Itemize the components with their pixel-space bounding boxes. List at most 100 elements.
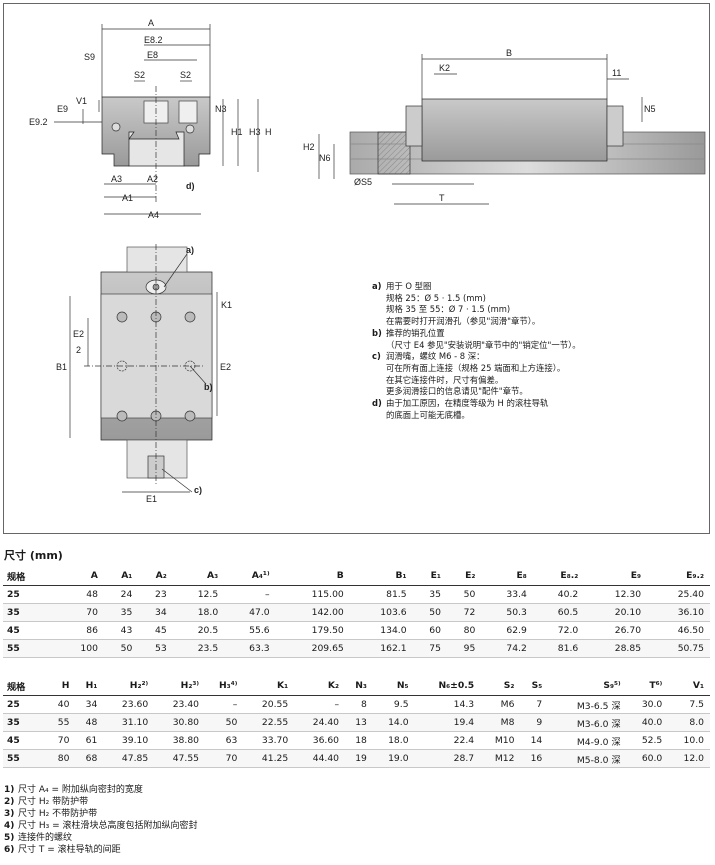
section-title: 尺寸 (mm) [4,549,63,562]
table-cell: 13 [345,713,373,732]
note-key: a) [372,281,382,291]
footnote: 1)尺寸 A₄ = 附加纵向密封的宽度 [4,784,198,796]
note-line: 可在所有面上连接（规格 25 端面和上方连接）。 [386,362,566,373]
table-cell: 25.40 [647,585,710,604]
note-line: 在需要时打开润滑孔（参见"润滑"章节）。 [386,316,541,327]
column-header: T⁶⁾ [626,676,669,696]
column-header: S₅ [520,676,549,696]
table-cell: – [205,695,244,714]
dim-N5: N5 [644,104,656,114]
note-c-marker: c) [194,485,202,495]
table-cell: 9.5 [372,695,415,714]
table-cell: 50 [446,585,482,604]
side-view-labels: B K2 11 N5 H2 N6 ØS5 T [303,48,656,203]
dim-H: H [265,127,272,137]
front-view [54,24,259,215]
table-cell: 48 [58,585,104,604]
table-cell: 34 [138,603,173,622]
table-cell: 134.0 [349,621,413,640]
note-key: d) [372,398,382,409]
dim-E8-2: E8.2 [144,35,163,45]
table-cell: M12 [480,749,521,768]
table-cell: 20.55 [243,695,295,714]
note-line: 用于 O 型圈 [386,281,432,291]
table-cell: 46.50 [647,621,710,640]
dim-A2: A2 [147,174,158,184]
table-cell: M6 [480,695,521,714]
dim-S5: ØS5 [354,177,372,187]
note-item: d)由于加工原因，在精度等级为 H 的滚柱导轨的底面上可能无底槽。 [372,398,672,421]
column-header: K₁ [243,676,295,696]
column-header: 规格 [3,566,59,586]
table-cell: 70 [47,731,76,750]
dim-K1: K1 [221,300,232,310]
footnote-text: 尺寸 T = 滚柱导轨的间距 [18,845,121,855]
table-cell: M3-6.0 深 [548,713,627,732]
footnote-key: 4) [4,821,15,831]
table-cell: 23 [138,585,173,604]
note-line: 由于加工原因，在精度等级为 H 的滚柱导轨 [386,398,549,409]
table-cell: 142.00 [275,603,350,622]
note-b-marker: b) [204,382,213,392]
dim-B1: B1 [56,362,67,372]
table-cell: 14 [520,731,549,750]
table-cell: 50 [412,603,447,622]
column-header: H₂³⁾ [154,676,206,696]
note-body: 用于 O 型圈规格 25：Ø 5 · 1.5 (mm)规格 35 至 55：Ø … [386,281,540,328]
column-header: A₃ [172,566,225,586]
table-cell: 43 [103,621,139,640]
column-header: H₃⁴⁾ [205,676,244,696]
size-cell: 35 [3,713,48,732]
table-cell: 47.55 [154,749,206,768]
table-cell: 80 [47,749,76,768]
footnote-key: 5) [4,833,15,843]
drawing-notes: a) 用于 O 型圈规格 25：Ø 5 · 1.5 (mm)规格 35 至 55：… [372,281,672,421]
table-cell: 48 [75,713,104,732]
table-cell: 63 [205,731,244,750]
table-cell: 162.1 [349,639,413,658]
table-cell: 45 [138,621,173,640]
table-cell: 18 [345,731,373,750]
size-cell: 35 [3,603,59,622]
table-cell: 55.6 [224,621,276,640]
top-view-labels: a) K1 E2 2 B1 E2 b) c) E1 [56,245,232,504]
note-line: 更多润滑接口的信息请见"配件"章节。 [386,386,528,397]
footnote-text: 尺寸 H₂ 不带防护带 [18,809,98,819]
table-cell: 55 [47,713,76,732]
column-header: E₉.₂ [647,566,710,586]
footnote-text: 尺寸 H₃ = 滚柱滑块总高度包括附加纵向密封 [18,821,198,831]
table-cell: 40 [47,695,76,714]
note-line: （尺寸 E4 参见"安装说明"章节中的"销定位"一节）。 [386,339,581,350]
table-cell: 41.25 [243,749,295,768]
note-line: 规格 35 至 55：Ø 7 · 1.5 (mm) [386,304,511,315]
footnote-text: 连接件的螺纹 [18,833,73,843]
footnote: 6)尺寸 T = 滚柱导轨的间距 [4,844,198,856]
table-cell: 35 [103,603,139,622]
table-cell: 18.0 [172,603,225,622]
table-cell: 14.0 [372,713,415,732]
column-header: E₈ [481,566,533,586]
column-header: H₁ [75,676,104,696]
column-header: A₁ [103,566,139,586]
table-cell: M3-6.5 深 [548,695,627,714]
dim-E2-half-bottom: 2 [76,345,81,355]
table-cell: 81.5 [349,585,413,604]
column-header: E₂ [446,566,482,586]
table-cell: 23.40 [154,695,206,714]
column-header: A₂ [138,566,173,586]
table-cell: 31.10 [103,713,155,732]
table-cell: 52.5 [626,731,669,750]
dim-T: T [439,193,445,203]
footnote-text: 尺寸 A₄ = 附加纵向密封的宽度 [18,785,143,795]
footnote: 4)尺寸 H₃ = 滚柱滑块总高度包括附加纵向密封 [4,820,198,832]
note-d-marker: d) [186,181,195,191]
table-cell: 24 [103,585,139,604]
column-header: N₆±0.5 [414,676,481,696]
table-cell: 47.85 [103,749,155,768]
